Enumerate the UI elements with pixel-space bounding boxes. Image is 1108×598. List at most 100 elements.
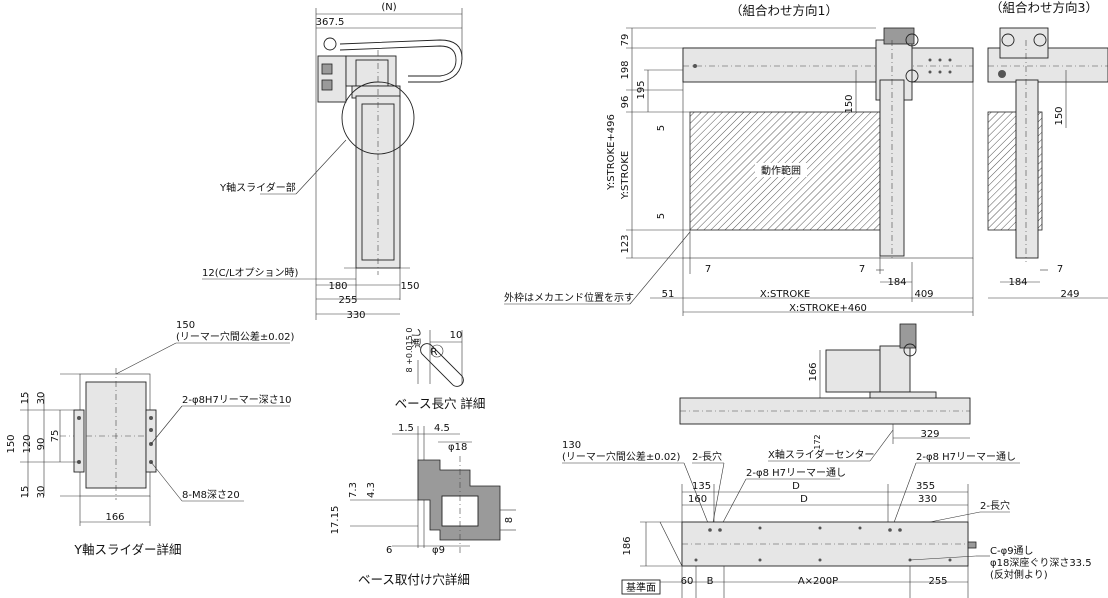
- y-motor: [317, 55, 347, 103]
- dim-30-bottom: 30: [36, 486, 47, 499]
- motion-range-label: 動作範囲: [761, 164, 801, 177]
- dim-123: 123: [620, 234, 631, 253]
- dim-166-yslider: 166: [105, 512, 124, 523]
- dim-60: 60: [681, 576, 694, 587]
- dim-10-slot: 10: [450, 330, 463, 341]
- phi8-reamer-thru-b: 2-φ8 H7リーマー通し: [916, 451, 1016, 463]
- dim-355: 355: [916, 481, 935, 492]
- slot-thru: 通し: [411, 328, 423, 348]
- dim-xstroke-460: X:STROKE+460: [789, 303, 867, 314]
- dim-150-yslider: 150: [6, 434, 17, 453]
- dim-b: B: [707, 576, 714, 587]
- reamer-150: 150: [176, 320, 195, 331]
- slot-shape: [420, 343, 464, 387]
- dim-79: 79: [620, 34, 631, 47]
- x-axis-rail: [682, 47, 974, 83]
- phi8-h7-depth10: 2-φ8H7リーマー深さ10: [182, 394, 292, 406]
- dim-7-combo3: 7: [1057, 264, 1063, 275]
- dim-198: 198: [620, 60, 631, 79]
- dim-120: 120: [22, 434, 33, 453]
- reamer-130: 130: [562, 440, 581, 451]
- front-view: (N) 367.5 Y軸スライダー部 12(C/Lオプション時) 180 150: [202, 2, 463, 321]
- dim-166-xside: 166: [808, 362, 819, 381]
- counterbore: φ18深座ぐり深さ33.5: [990, 556, 1092, 569]
- dim-7-3: 7.3: [348, 482, 359, 498]
- dim-d-a: D: [792, 481, 800, 492]
- dim-51: 51: [662, 289, 675, 300]
- dim-phi9: φ9: [432, 545, 445, 556]
- base-slot-detail-caption: ベース長穴 詳細: [395, 396, 486, 411]
- dim-367-5: 367.5: [316, 17, 345, 28]
- combo-3-view: （組合わせ方向3） 150 184 7 249: [987, 0, 1108, 300]
- y-slider-detail: 150 (リーマー穴間公差±0.02) 15 30 150 120 90 75 …: [6, 320, 295, 557]
- base-bottom-view: 130 (リーマー穴間公差±0.02) 2-長穴 2-φ8 H7リーマー通し 2…: [562, 440, 1092, 598]
- dim-1-5: 1.5: [398, 423, 414, 434]
- dim-5-bottom: 5: [656, 213, 667, 219]
- dim-172: 172: [813, 434, 822, 449]
- dim-ystroke: Y:STROKE: [620, 151, 631, 200]
- m8-depth20: 8-M8深さ20: [182, 489, 240, 501]
- dim-160: 160: [688, 494, 707, 505]
- combo-1-view: （組合わせ方向1） 動作範囲 79 198 96 195 5 Y:STROKE+…: [504, 3, 974, 316]
- dim-5-top: 5: [656, 125, 667, 131]
- dim-186: 186: [622, 536, 633, 555]
- phi8-reamer-thru-a: 2-φ8 H7リーマー通し: [746, 467, 846, 479]
- reamer-150-note: (リーマー穴間公差±0.02): [176, 330, 295, 343]
- dim-249: 249: [1060, 289, 1079, 300]
- base-mount-hole-detail: 1.5 4.5 φ18 7.3 4.3 17.15 8 6 φ9 ベース取付け穴…: [330, 423, 516, 587]
- dim-4-3: 4.3: [366, 482, 377, 498]
- dim-135: 135: [692, 481, 711, 492]
- dim-150-top: 150: [400, 281, 419, 292]
- dim-ystroke-496: Y:STROKE+496: [606, 114, 617, 191]
- dim-a200p: A×200P: [798, 576, 838, 587]
- dim-7-right: 7: [859, 264, 865, 275]
- y-slider-part-label: Y軸スライダー部: [219, 181, 296, 194]
- dim-330-base: 330: [918, 494, 937, 505]
- dim-30-top: 30: [36, 392, 47, 405]
- dim-90: 90: [36, 438, 47, 451]
- combo1-title: （組合わせ方向1）: [730, 3, 838, 18]
- opposite-side: (反対側より): [990, 568, 1048, 581]
- base-slot-detail: 10 R 通し 8 +0.015 0 ベース長穴 詳細: [395, 328, 486, 411]
- outer-frame-note: 外枠はメカエンド位置を示す: [504, 291, 634, 304]
- cl-option-label: 12(C/Lオプション時): [202, 267, 299, 279]
- slot-tol: 8 +0.015 0: [405, 328, 414, 373]
- dim-195: 195: [636, 80, 647, 99]
- two-long-hole-a: 2-長穴: [692, 450, 722, 463]
- dim-96: 96: [620, 96, 631, 109]
- c-phi9: C-φ9通し: [990, 545, 1034, 557]
- dim-phi18: φ18: [448, 442, 467, 453]
- dim-255: 255: [338, 295, 357, 306]
- dim-d-b: D: [800, 494, 808, 505]
- dim-180: 180: [328, 281, 347, 292]
- dim-6: 6: [386, 545, 392, 556]
- two-long-hole-b: 2-長穴: [980, 499, 1010, 512]
- dim-329: 329: [920, 429, 939, 440]
- dim-150-combo1: 150: [844, 94, 855, 113]
- dim-xstroke: X:STROKE: [760, 289, 810, 300]
- slot-radius: R: [431, 347, 438, 358]
- dim-184: 184: [887, 277, 906, 288]
- dim-75: 75: [50, 430, 61, 443]
- datum-face: 基準面: [626, 581, 656, 594]
- x-slider-center: X軸スライダーセンター: [768, 448, 874, 461]
- x-motor: [825, 349, 883, 393]
- x-side-view: 166 172 329 X軸スライダーセンター: [679, 323, 971, 462]
- y-slider-detail-caption: Y軸スライダー詳細: [73, 542, 181, 557]
- dim-330: 330: [346, 310, 365, 321]
- dim-7-left: 7: [705, 264, 711, 275]
- dim-8-mount: 8: [504, 517, 515, 523]
- dim-15-bottom: 15: [20, 486, 31, 499]
- dim-150-combo3: 150: [1054, 106, 1065, 125]
- dim-n: (N): [381, 2, 396, 13]
- dim-15-top: 15: [20, 392, 31, 405]
- dim-17-15: 17.15: [330, 506, 341, 535]
- dim-255-base: 255: [928, 576, 947, 587]
- dim-184-combo3: 184: [1008, 277, 1027, 288]
- dim-409: 409: [914, 289, 933, 300]
- combo3-title: （組合わせ方向3）: [990, 0, 1098, 15]
- base-mount-hole-detail-caption: ベース取付け穴詳細: [358, 572, 470, 587]
- reamer-130-note: (リーマー穴間公差±0.02): [562, 450, 681, 463]
- dim-4-5: 4.5: [434, 423, 450, 434]
